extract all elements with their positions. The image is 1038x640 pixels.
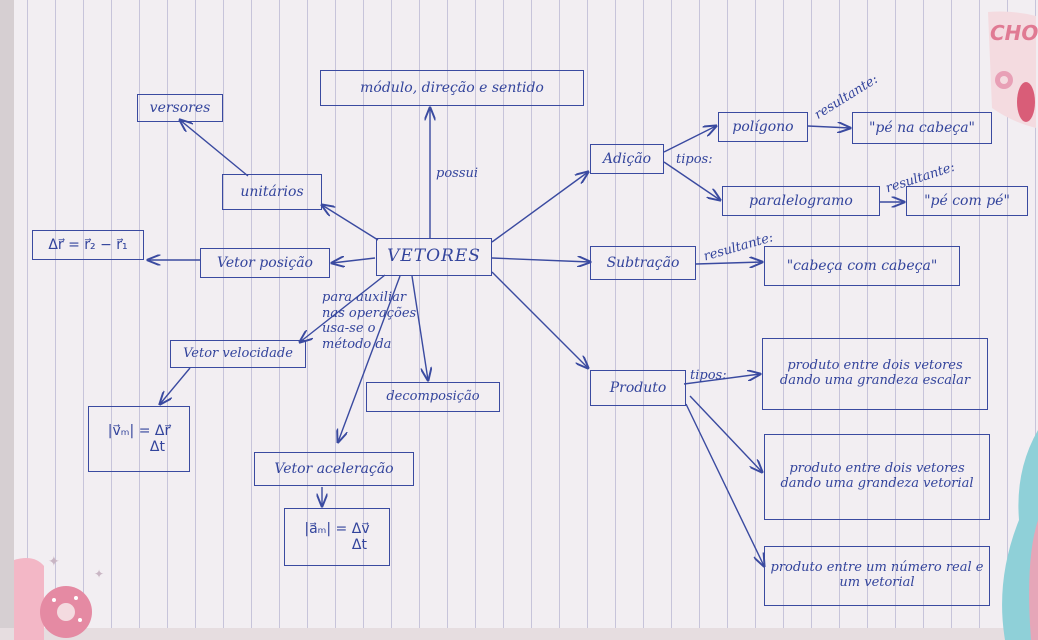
formula-aceleracao-bottom: Δt [351, 537, 367, 553]
sticker-top-text: CHO [990, 21, 1038, 45]
note-line-4: método da [322, 336, 392, 352]
edge-vetores-unitarios [322, 205, 379, 241]
formula-aceleracao-top: |a⃗ₘ| = Δv⃗ [304, 520, 370, 537]
node-modulo: módulo, direção e sentido [320, 70, 584, 106]
svg-text:✦: ✦ [48, 554, 60, 570]
node-produto-numero: produto entre um número real e um vetori… [764, 546, 990, 606]
node-formula-posicao: Δr⃗ = r⃗₂ − r⃗₁ [32, 230, 144, 260]
edge-vetores-aceleracao [338, 275, 401, 442]
node-produto-escalar: produto entre dois vetores dando uma gra… [762, 338, 988, 410]
node-produto: Produto [590, 370, 686, 406]
node-formula-velocidade: |v⃗ₘ| = Δr⃗ Δt [88, 406, 190, 472]
edge-poligono-result [807, 126, 850, 128]
node-vetor-aceleracao: Vetor aceleração [254, 452, 414, 486]
sticker-decoration-bottom-right [1002, 430, 1038, 640]
edge-vetores-posicao [332, 258, 376, 263]
label-tipos-adicao: tipos: [676, 152, 713, 167]
page-edge-bottom [0, 628, 1038, 640]
label-possui: possui [436, 166, 479, 181]
node-versores: versores [137, 94, 223, 122]
node-adicao: Adição [590, 144, 664, 174]
note-line-1: para auxiliar [322, 290, 407, 305]
note-line-3: usa-se o [322, 321, 376, 337]
node-produto-vetorial: produto entre dois vetores dando uma gra… [764, 434, 990, 520]
page-edge-left [0, 0, 14, 640]
edge-unitarios-versores [180, 120, 249, 177]
edge-produto-numero [685, 403, 764, 566]
node-decomposicao: decomposição [366, 382, 500, 412]
edge-vetores-produto [491, 271, 588, 368]
edge-vetores-decomposicao [411, 275, 428, 380]
edge-vetores-velocidade [300, 274, 386, 342]
node-paralelogramo: paralelogramo [722, 186, 880, 216]
label-decomposicao-note: para auxiliar nas operações usa-se o mét… [322, 290, 462, 352]
node-cabeca-com-cabeca: "cabeça com cabeça" [764, 246, 960, 286]
formula-velocidade-bottom: Δt [149, 439, 165, 455]
edge-vetores-adicao [491, 172, 588, 243]
node-poligono: polígono [718, 112, 808, 142]
formula-velocidade-top: |v⃗ₘ| = Δr⃗ [107, 422, 171, 439]
node-vetor-velocidade: Vetor velocidade [170, 340, 306, 368]
svg-text:✦: ✦ [94, 567, 104, 581]
label-tipos-produto: tipos: [690, 368, 727, 383]
edge-vetores-subtracao [491, 258, 590, 262]
node-pe-na-cabeca: "pé na cabeça" [852, 112, 992, 144]
node-subtracao: Subtração [590, 246, 696, 280]
node-vetor-posicao: Vetor posição [200, 248, 330, 278]
node-formula-aceleracao: |a⃗ₘ| = Δv⃗ Δt [284, 508, 390, 566]
node-pe-com-pe: "pé com pé" [906, 186, 1028, 216]
node-vetores: VETORES [376, 238, 492, 276]
edge-produto-escalar [683, 374, 760, 385]
edge-produto-vetorial [689, 395, 762, 472]
node-unitarios: unitários [222, 174, 322, 210]
donut-icon: ✦ ✦ [14, 554, 104, 640]
edge-adicao-poligono [663, 126, 716, 153]
note-line-2: nas operações [322, 305, 417, 321]
edge-adicao-paralelogramo [663, 161, 720, 200]
edge-subtracao-result [695, 262, 762, 264]
edge-velocidade-formula [160, 367, 191, 404]
sticker-decoration-top: CHO [988, 11, 1038, 128]
formula-posicao-text: Δr⃗ = r⃗₂ − r⃗₁ [48, 236, 128, 253]
